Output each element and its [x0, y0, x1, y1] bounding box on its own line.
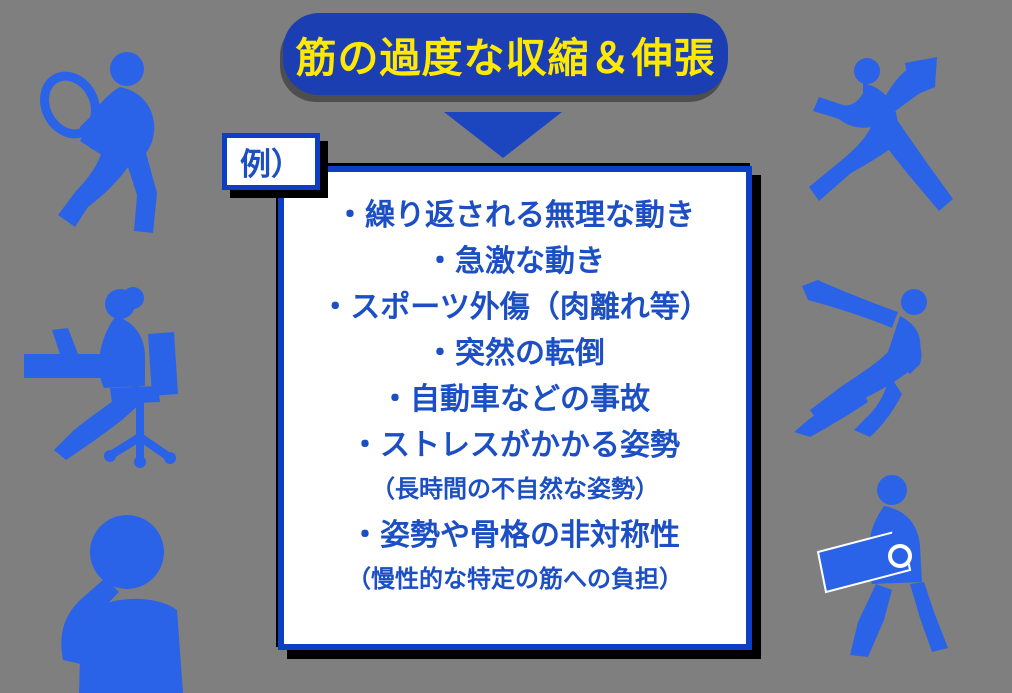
- sprinter-icon: [794, 280, 927, 437]
- example-label-text: 例）: [240, 147, 302, 183]
- desk-worker-icon: [24, 287, 178, 468]
- tennis-player-icon: [40, 52, 157, 233]
- down-arrow-icon: [444, 112, 562, 158]
- worker-carrying-case-icon: [816, 475, 948, 657]
- cause-item: ・自動車などの事故: [380, 382, 650, 417]
- cause-item-sub: （長時間の不自然な姿勢）: [371, 475, 659, 503]
- cause-item-sub: （慢性的な特定の筋への負担）: [347, 565, 683, 593]
- title-banner: 筋の過度な収縮＆伸張: [283, 13, 728, 95]
- cause-item: ・スポーツ外傷（肉離れ等）: [320, 290, 710, 325]
- baseball-pitcher-icon: [809, 57, 953, 211]
- cause-item: ・繰り返される無理な動き: [335, 198, 695, 233]
- thinking-person-icon: [61, 515, 183, 693]
- title-text: 筋の過度な収縮＆伸張: [295, 34, 716, 82]
- cause-item: ・急激な動き: [425, 244, 605, 279]
- cause-item: ・突然の転倒: [425, 336, 605, 371]
- cause-item: ・姿勢や骨格の非対称性: [350, 518, 680, 553]
- cause-item: ・ストレスがかかる姿勢: [350, 428, 680, 463]
- causes-box: ・繰り返される無理な動き ・急激な動き ・スポーツ外傷（肉離れ等） ・突然の転倒…: [278, 166, 752, 650]
- example-label-box: 例）: [222, 133, 320, 190]
